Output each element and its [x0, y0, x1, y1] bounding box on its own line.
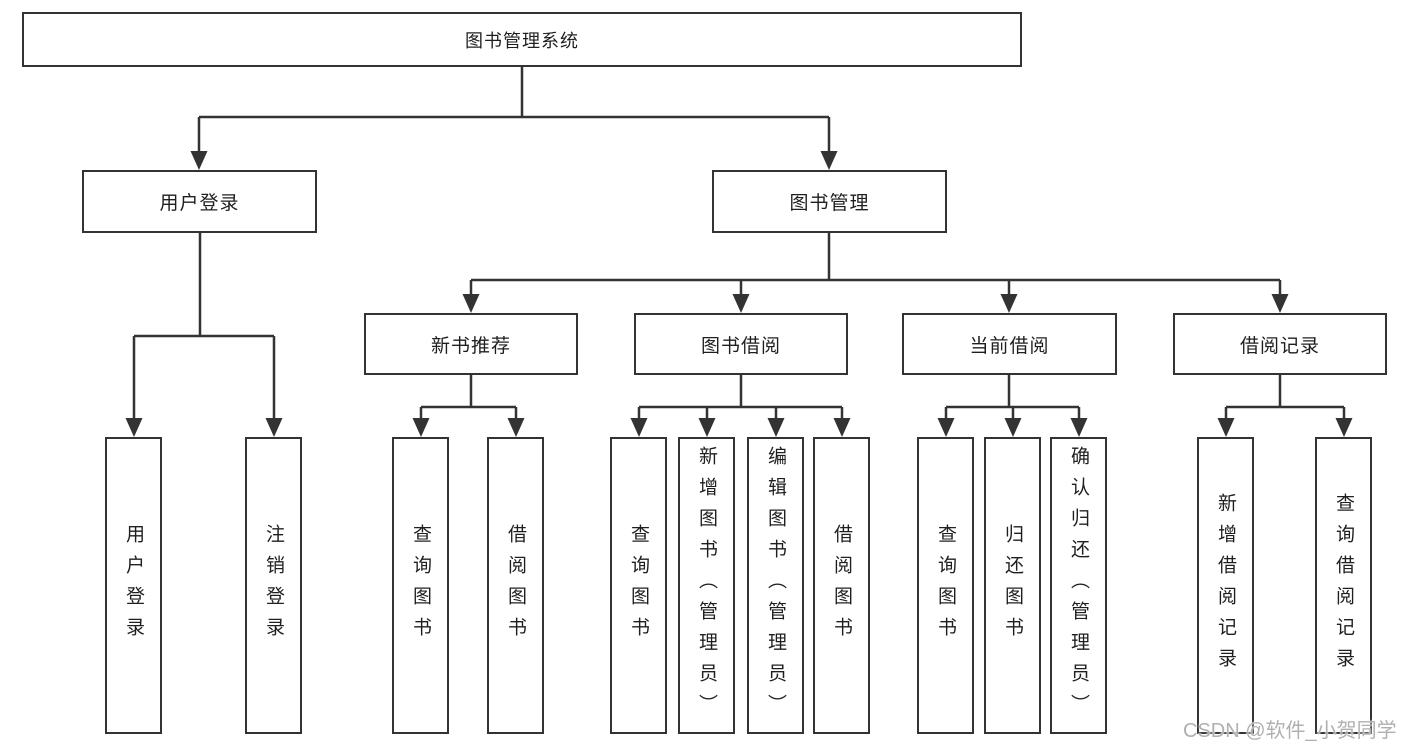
leaf-newrec-query-books: 查询图书 [392, 437, 449, 734]
leaf-logout: 注销登录 [245, 437, 302, 734]
leaf-borrow-add-books-admin: 新增图书（管理员） [678, 437, 735, 734]
branch-borrow-records [1217, 375, 1353, 437]
leaf-borrow-borrow-books: 借阅图书 [813, 437, 870, 734]
leaf-records-query-record: 查询借阅记录 [1315, 437, 1372, 734]
branch-book-management [462, 233, 1289, 313]
leaf-records-add-record: 新增借阅记录 [1197, 437, 1254, 734]
leaf-label: 用户登录 [123, 523, 144, 648]
leaf-user-login: 用户登录 [105, 437, 162, 734]
leaf-label: 注销登录 [263, 523, 284, 648]
branch-login [125, 233, 283, 437]
node-label: 图书管理系统 [465, 30, 579, 51]
leaf-borrow-edit-books-admin: 编辑图书（管理员） [747, 437, 804, 734]
branch-current-borrow [937, 375, 1088, 437]
leaf-label: 查询借阅记录 [1333, 492, 1354, 679]
leaf-label: 查询图书 [935, 523, 956, 648]
leaf-label: 编辑图书（管理员） [765, 446, 786, 725]
node-current-borrow: 当前借阅 [902, 313, 1117, 375]
leaf-current-confirm-return-admin: 确认归还（管理员） [1050, 437, 1107, 734]
node-label: 新书推荐 [430, 335, 511, 357]
node-book-management: 图书管理 [712, 170, 947, 233]
node-new-book-recommend: 新书推荐 [364, 313, 578, 375]
node-book-borrow: 图书借阅 [634, 313, 848, 375]
node-label: 用户登录 [159, 193, 240, 214]
node-label: 当前借阅 [969, 335, 1050, 357]
leaf-label: 新增借阅记录 [1215, 492, 1236, 679]
leaf-label: 查询图书 [410, 523, 431, 648]
leaf-label: 借阅图书 [505, 523, 526, 648]
node-borrow-records: 借阅记录 [1173, 313, 1387, 375]
node-label: 图书管理 [789, 193, 870, 214]
node-system-root: 图书管理系统 [22, 12, 1022, 67]
leaf-label: 确认归还（管理员） [1068, 446, 1089, 725]
branch-book-borrow [630, 375, 851, 437]
leaf-label: 新增图书（管理员） [696, 446, 717, 725]
leaf-current-query-books: 查询图书 [917, 437, 974, 734]
leaf-borrow-query-books: 查询图书 [610, 437, 667, 734]
leaf-label: 借阅图书 [831, 523, 852, 648]
branch-new-book [412, 375, 525, 437]
node-label: 图书借阅 [700, 335, 781, 357]
branch-root [190, 67, 838, 170]
watermark: CSDN @软件_小贺同学 [1183, 720, 1397, 742]
leaf-current-return-books: 归还图书 [984, 437, 1041, 734]
leaf-label: 查询图书 [628, 523, 649, 648]
leaf-label: 归还图书 [1002, 523, 1023, 648]
node-user-login: 用户登录 [82, 170, 317, 233]
node-label: 借阅记录 [1239, 335, 1320, 357]
leaf-newrec-borrow-books: 借阅图书 [487, 437, 544, 734]
